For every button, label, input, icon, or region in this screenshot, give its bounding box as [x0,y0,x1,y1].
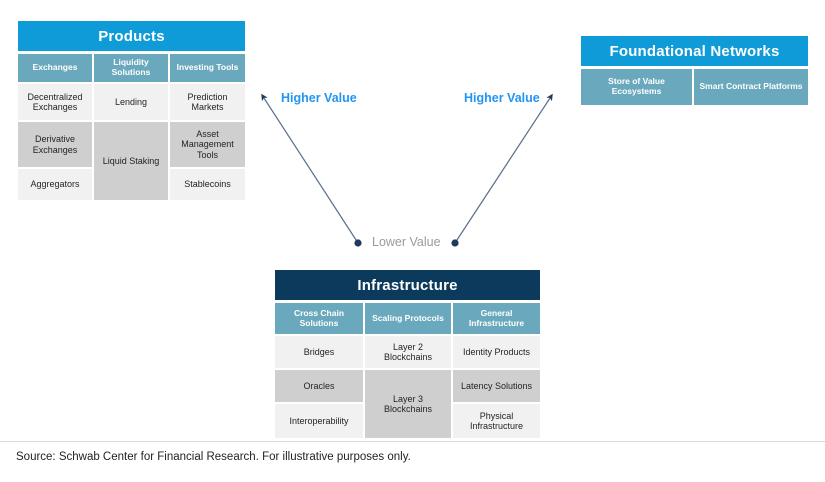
infrastructure-cell-physical-infrastructure: Physical Infrastructure [453,404,540,438]
foundational-column-header-store-of-value-ecosystems: Store of Value Ecosystems [581,69,694,105]
infrastructure-cell-interoperability: Interoperability [275,404,365,438]
right-arrow-origin-dot [451,239,459,247]
products-column-header-exchanges: Exchanges [18,54,94,84]
source-note: Source: Schwab Center for Financial Rese… [16,451,411,463]
infrastructure-column-header-scaling-protocols: Scaling Protocols [365,303,453,336]
higher-value-label-left: Higher Value [281,91,357,105]
products-column-header-liquidity-solutions: Liquidity Solutions [94,54,170,84]
infrastructure-cell-oracles: Oracles [275,370,365,404]
products-cell-lending: Lending [94,84,170,122]
foundational-column-header-smart-contract-platforms: Smart Contract Platforms [694,69,808,105]
products-grid: Exchanges Liquidity Solutions Investing … [18,54,245,200]
infrastructure-grid: Cross Chain Solutions Scaling Protocols … [275,303,540,438]
products-cell-decentralized-exchanges: Decentralized Exchanges [18,84,94,122]
products-cell-aggregators: Aggregators [18,169,94,200]
products-cell-derivative-exchanges: Derivative Exchanges [18,122,94,169]
higher-value-label-right: Higher Value [464,91,540,105]
left-value-arrow [261,93,359,244]
foundational-networks-grid: Store of Value Ecosystems Smart Contract… [581,69,808,105]
foundational-networks-card: Foundational Networks Store of Value Eco… [581,36,808,105]
left-arrow-origin-dot [354,239,362,247]
products-cell-liquid-staking: Liquid Staking [94,122,170,200]
foundational-networks-title: Foundational Networks [581,36,808,66]
lower-value-label: Lower Value [372,235,441,249]
infrastructure-column-header-general-infrastructure: General Infrastructure [453,303,540,336]
products-card: Products Exchanges Liquidity Solutions I… [18,21,245,200]
products-cell-asset-management-tools: Asset Management Tools [170,122,245,169]
products-column-header-investing-tools: Investing Tools [170,54,245,84]
infrastructure-cell-layer-3-blockchains: Layer 3 Blockchains [365,370,453,438]
footer-divider [0,441,825,442]
infrastructure-cell-layer-2-blockchains: Layer 2 Blockchains [365,336,453,370]
right-value-arrow [454,93,553,244]
infrastructure-cell-latency-solutions: Latency Solutions [453,370,540,404]
infrastructure-cell-bridges: Bridges [275,336,365,370]
products-cell-stablecoins: Stablecoins [170,169,245,200]
infrastructure-column-header-cross-chain-solutions: Cross Chain Solutions [275,303,365,336]
products-cell-prediction-markets: Prediction Markets [170,84,245,122]
infrastructure-card: Infrastructure Cross Chain Solutions Sca… [275,270,540,438]
infrastructure-title: Infrastructure [275,270,540,300]
products-title: Products [18,21,245,51]
infrastructure-cell-identity-products: Identity Products [453,336,540,370]
